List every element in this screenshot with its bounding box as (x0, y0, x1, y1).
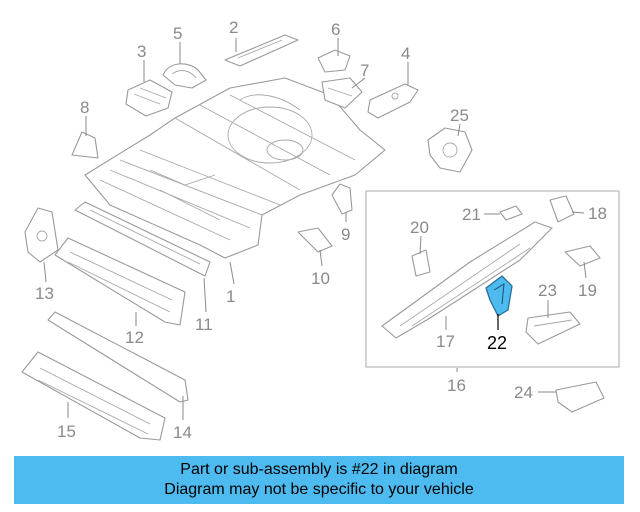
label-23: 23 (538, 281, 557, 300)
label-17: 17 (436, 332, 455, 351)
label-11: 11 (195, 315, 213, 334)
leader-lines (43, 38, 587, 420)
label-18: 18 (588, 204, 607, 223)
part-15 (21, 351, 166, 441)
label-14: 14 (173, 423, 192, 442)
sub-assembly-box-16 (365, 190, 620, 368)
label-4: 4 (401, 44, 410, 63)
info-banner: Part or sub-assembly is #22 in diagram D… (14, 456, 624, 504)
banner-line-1: Part or sub-assembly is #22 in diagram (180, 461, 458, 478)
part-4 (367, 83, 419, 119)
label-1: 1 (226, 287, 235, 306)
part-11 (74, 201, 211, 277)
part-24 (555, 381, 605, 413)
part-20 (411, 249, 431, 277)
part-12 (54, 237, 186, 326)
label-3: 3 (137, 42, 146, 61)
label-13: 13 (35, 284, 54, 303)
label-5: 5 (173, 24, 182, 43)
label-20: 20 (410, 218, 429, 237)
part-6 (317, 49, 351, 73)
label-22: 22 (487, 333, 507, 353)
part-23 (525, 311, 581, 345)
label-16: 16 (447, 376, 466, 395)
banner-line-2: Diagram may not be specific to your vehi… (164, 481, 474, 498)
label-9: 9 (341, 225, 350, 244)
part-14 (47, 311, 189, 403)
label-12: 12 (125, 328, 144, 347)
label-15: 15 (57, 422, 76, 441)
part-9 (331, 183, 353, 215)
part-21 (499, 205, 523, 221)
label-6: 6 (331, 20, 340, 39)
label-7: 7 (360, 61, 369, 80)
callout-labels: 1 2 3 4 5 6 7 8 9 10 11 12 13 14 15 16 1… (35, 18, 607, 442)
part-22-highlighted (485, 275, 513, 317)
part-1-floor-pan (84, 77, 386, 259)
part-3 (125, 79, 173, 117)
label-19: 19 (578, 281, 597, 300)
part-25 (427, 127, 473, 173)
label-10: 10 (311, 269, 330, 288)
part-10 (297, 227, 333, 253)
parts-diagram: 1 2 3 4 5 6 7 8 9 10 11 12 13 14 15 16 1… (21, 18, 620, 442)
label-21: 21 (462, 205, 481, 224)
part-7 (321, 77, 363, 109)
part-18 (549, 195, 575, 223)
label-2: 2 (229, 18, 238, 37)
part-8 (71, 131, 99, 159)
label-8: 8 (80, 98, 89, 117)
part-13 (24, 207, 59, 263)
label-24: 24 (514, 383, 533, 402)
part-5 (162, 63, 207, 89)
part-2 (224, 34, 299, 67)
part-19 (564, 245, 601, 267)
label-25: 25 (450, 106, 469, 125)
part-17 (381, 221, 553, 339)
